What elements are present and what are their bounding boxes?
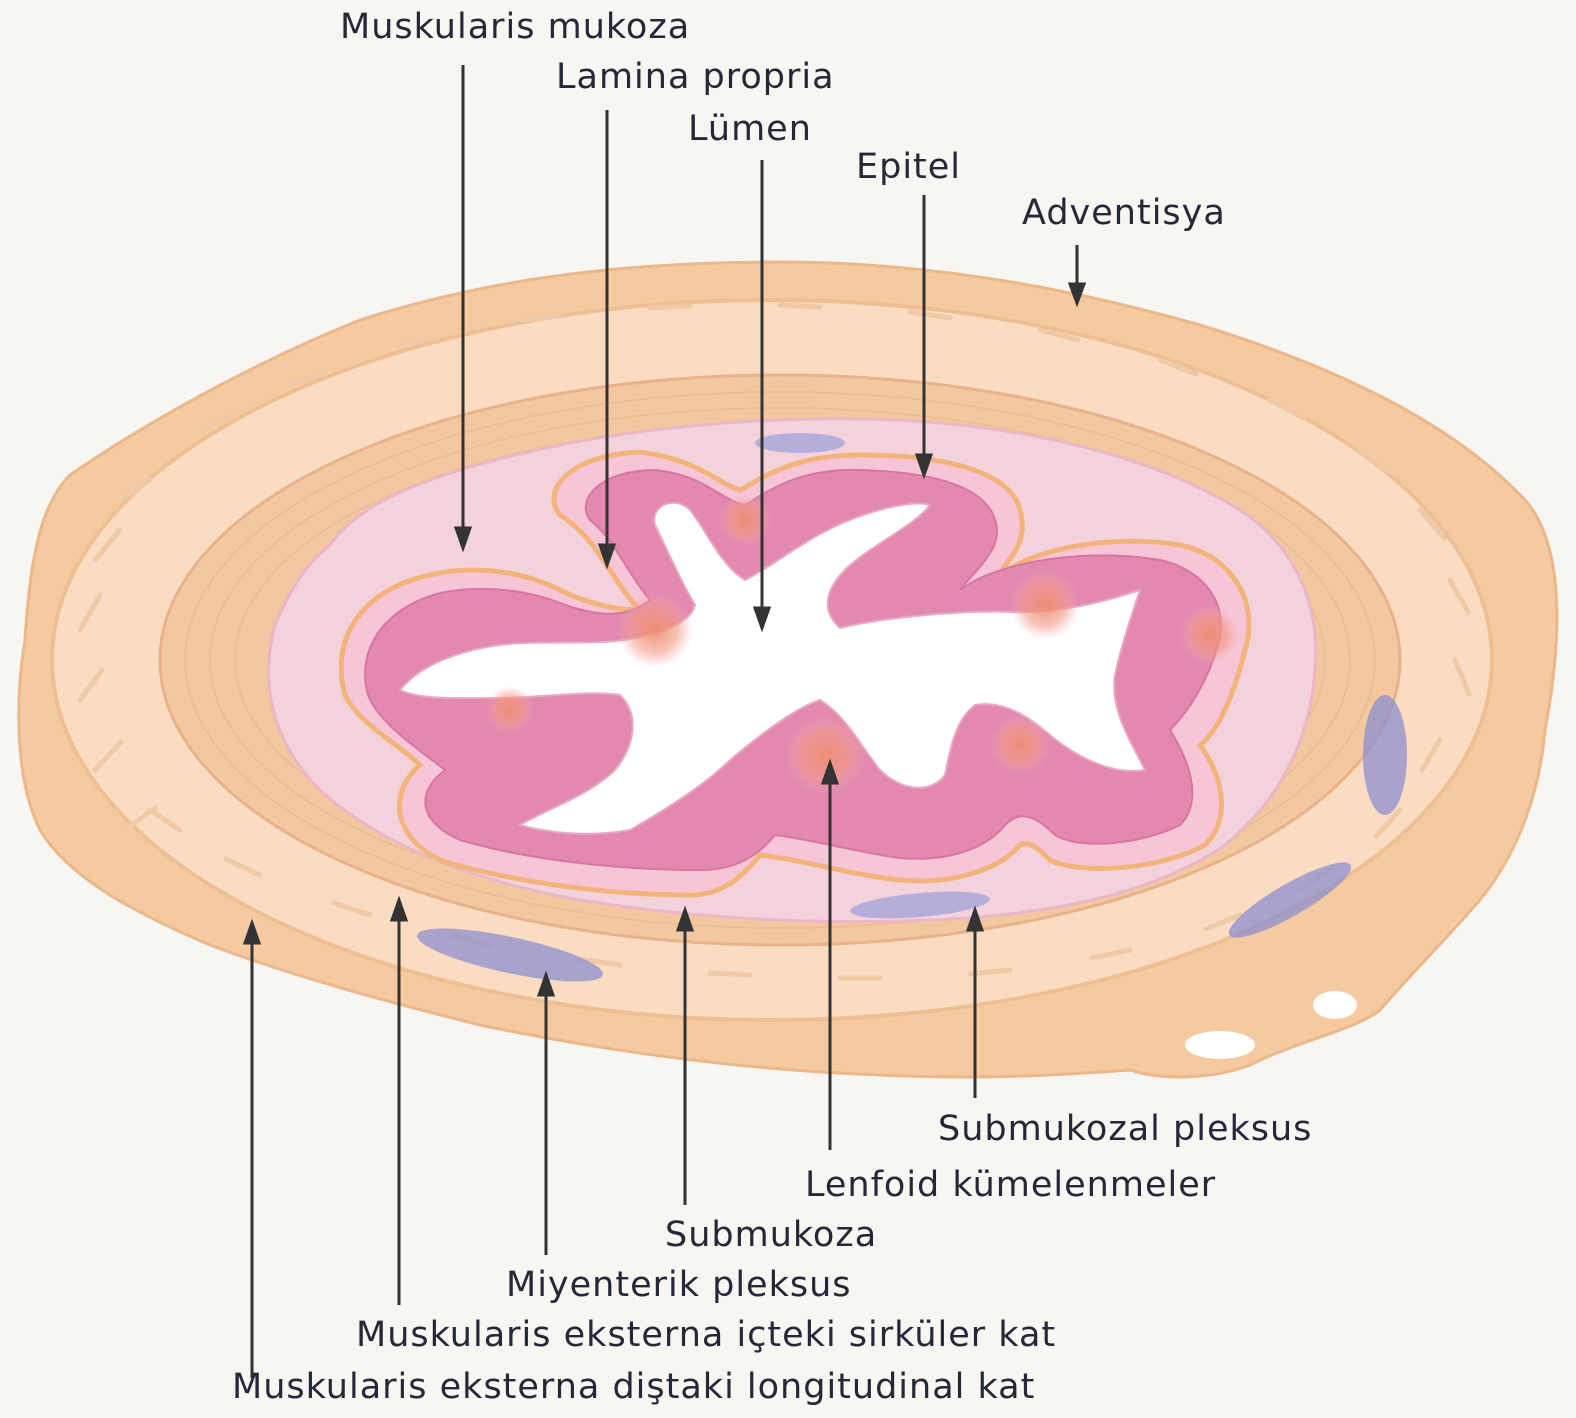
label-lamina-propria: Lamina propria xyxy=(556,60,835,95)
label-sirkuler-kat: Muskularis eksterna içteki sirküler kat xyxy=(356,1318,1056,1353)
label-adventisya: Adventisya xyxy=(1022,196,1226,231)
label-submukoza: Submukoza xyxy=(665,1218,877,1253)
adventitia-vessel xyxy=(1313,991,1357,1019)
label-muskularis-mukoza: Muskularis mukoza xyxy=(340,10,690,45)
label-lenfoid-kumelenmeler: Lenfoid kümelenmeler xyxy=(805,1168,1216,1203)
label-epitel: Epitel xyxy=(856,150,961,185)
label-longitudinal-kat: Muskularis eksterna diştaki longitudinal… xyxy=(232,1370,1035,1405)
adventitia-vessel xyxy=(1185,1031,1255,1059)
label-lumen: Lümen xyxy=(688,112,812,147)
label-submukozal-pleksus: Submukozal pleksus xyxy=(938,1112,1312,1147)
label-miyenterik-pleksus: Miyenterik pleksus xyxy=(506,1268,852,1303)
